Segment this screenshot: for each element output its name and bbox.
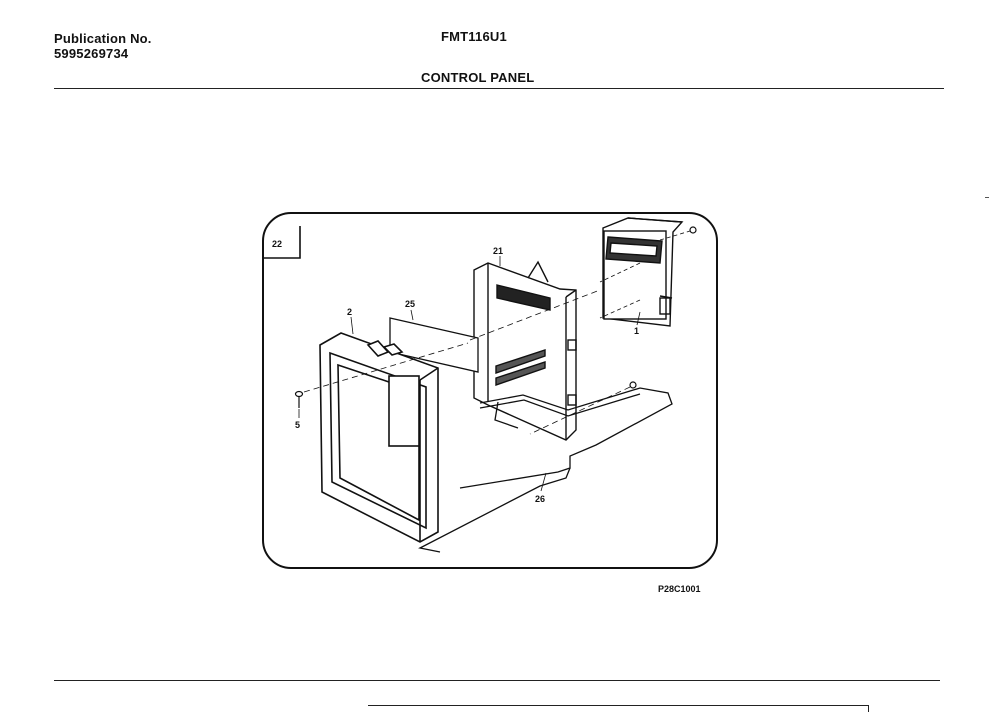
control-board-part — [602, 217, 684, 327]
scan-speck — [985, 197, 989, 198]
callout-2: 2 — [347, 307, 352, 317]
callout-25: 25 — [405, 299, 415, 309]
callout-leader — [410, 309, 414, 321]
callout-5: 5 — [295, 420, 300, 430]
callout-26: 26 — [535, 494, 545, 504]
leader-line — [303, 342, 469, 393]
leader-line — [599, 299, 641, 319]
figure-number: 22 — [272, 239, 282, 249]
figure-number-box — [263, 226, 301, 259]
section-title: CONTROL PANEL — [421, 70, 535, 85]
screw-part — [689, 226, 697, 234]
callout-21: 21 — [493, 246, 503, 256]
publication-label: Publication No. — [54, 31, 152, 46]
publication-number: 5995269734 — [54, 46, 129, 61]
screw-5-part — [294, 390, 304, 408]
leader-line — [469, 289, 601, 341]
panel-bracket-part — [473, 260, 577, 441]
footer-rule — [54, 680, 940, 681]
leader-line — [599, 262, 641, 283]
callout-leader — [636, 311, 641, 326]
footer-box-edge — [368, 705, 869, 712]
model-number: FMT116U1 — [441, 29, 507, 44]
wire-harness-part — [418, 387, 673, 553]
callout-leader — [350, 316, 354, 335]
header-rule — [54, 88, 944, 89]
screw-part — [629, 381, 637, 389]
diagram-frame — [262, 212, 718, 569]
front-frame-part — [319, 332, 439, 543]
callout-leader — [540, 472, 547, 492]
leader-line — [529, 386, 631, 435]
callout-1: 1 — [634, 326, 639, 336]
leader-line — [659, 230, 691, 241]
overlay-sheet-part — [389, 317, 479, 373]
figure-code: P28C1001 — [658, 584, 701, 594]
